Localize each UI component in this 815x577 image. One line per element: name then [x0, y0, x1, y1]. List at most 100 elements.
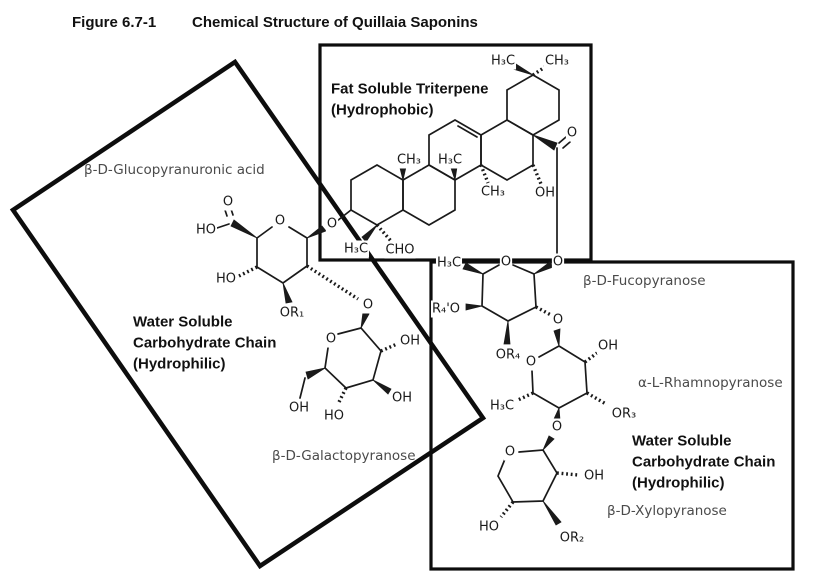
hash-aldehyde: [375, 223, 393, 243]
ring-d: [480, 119, 534, 181]
hash-methyl-14: [479, 164, 490, 184]
atom-label: O: [567, 126, 577, 141]
label-hydrophilic-right: (Hydrophilic): [632, 475, 725, 492]
wedge-carboxyl-bond: [230, 219, 258, 239]
atom-label: O: [552, 420, 562, 435]
wedge-xylose-link: [553, 406, 561, 421]
glycosidic-bond-to-sugar: [336, 209, 352, 222]
label-water-soluble-left: Water Soluble: [133, 314, 232, 331]
label-backdrop: [322, 407, 346, 425]
label-glucopyranuronic-acid: β-D-Glucopyranuronic acid: [84, 162, 265, 178]
atom-label: CH₃: [545, 54, 569, 69]
label-backdrop: [565, 124, 579, 142]
rhamnose-ring: [531, 345, 588, 409]
hash-ho: [336, 387, 348, 405]
wedge-o-link-up: [553, 328, 561, 347]
atom-label: OH: [392, 391, 412, 406]
atom-label: O: [223, 195, 233, 210]
fucose: [462, 261, 554, 345]
wedge-o-link: [360, 311, 370, 329]
label-backdrop: [194, 221, 218, 239]
label-backdrop: [477, 518, 501, 536]
atom-label: H₃C: [490, 399, 514, 414]
label-backdrop: [550, 418, 564, 436]
label-backdrop: [384, 241, 416, 259]
label-backdrop: [398, 332, 422, 350]
atom-label: H₃C: [438, 153, 462, 168]
wedge-ch2: [305, 367, 326, 380]
hash-oh: [556, 471, 579, 477]
label-backdrop: [361, 296, 375, 314]
label-backdrop: [324, 330, 338, 348]
galactose: [299, 311, 398, 405]
hash-hydroxyl: [238, 265, 258, 278]
atom-label: O: [275, 214, 285, 229]
triterpene-skeleton: [336, 63, 571, 257]
atom-label: OH: [584, 469, 604, 484]
label-backdrop: [390, 389, 414, 407]
wedge-glycosidic-o: [306, 225, 327, 239]
wedge-r4o: [465, 303, 483, 311]
label-backdrop: [214, 270, 238, 288]
label-backdrop: [503, 443, 517, 461]
ring-e: [506, 74, 560, 136]
wedge-or2: [542, 500, 562, 526]
label-backdrop: [551, 253, 565, 271]
hash-oh: [583, 351, 599, 364]
carboxylic-acid-bonds: [216, 208, 234, 229]
hash-or3: [586, 391, 607, 406]
atom-label: H₃C: [437, 256, 461, 271]
alkene-double-bond: [457, 125, 478, 138]
label-backdrop: [479, 183, 507, 201]
label-backdrop: [524, 353, 538, 371]
atom-label: O: [326, 332, 336, 347]
atom-label: CHO: [385, 243, 414, 258]
label-backdrop: [610, 405, 638, 423]
right-carbohydrate-box: [429, 260, 795, 571]
label-backdrop: [551, 311, 565, 329]
label-galactopyranose: β-D-Galactopyranose: [272, 448, 416, 464]
atom-label: O: [505, 445, 515, 460]
wedge-methyl-4: [361, 224, 378, 243]
atom-label: OR₄: [496, 348, 520, 363]
atom-label: HO: [196, 223, 216, 238]
atom-label: HO: [216, 272, 236, 287]
label-backdrop: [596, 337, 620, 355]
label-backdrop: [430, 300, 462, 318]
label-xylopyranose: β-D-Xylopyranose: [607, 503, 727, 519]
hash-ho: [499, 500, 515, 519]
wedge-oh: [372, 379, 392, 395]
atom-label: R₄'O: [432, 302, 460, 317]
label-rhamnopyranose: α-L-Rhamnopyranose: [638, 375, 783, 391]
atom-label: O: [327, 217, 337, 232]
wedge-o-link-up: [542, 435, 555, 451]
label-backdrop: [533, 184, 557, 202]
atom-label: CH₃: [481, 185, 505, 200]
left-carbohydrate-box-tilted: [9, 58, 487, 570]
atom-label: O: [363, 298, 373, 313]
atom-label: OR₃: [612, 407, 636, 422]
label-water-soluble-right: Water Soluble: [632, 433, 731, 450]
atom-label: OH: [400, 334, 420, 349]
carbonyl-double-bond: [558, 136, 571, 149]
wedge-carboxyl: [532, 134, 558, 151]
hash-methyl: [517, 391, 534, 402]
wedge-or4: [503, 320, 511, 345]
figure-title: Chemical Structure of Quillaia Saponins: [192, 14, 478, 31]
label-hydrophobic: (Hydrophobic): [331, 102, 434, 119]
wedge-methyl: [462, 262, 484, 275]
label-backdrop: [543, 52, 571, 70]
label-backdrop: [278, 304, 306, 322]
hash-galactose-link: [306, 264, 359, 301]
atom-label: HO: [324, 409, 344, 424]
atom-label: O: [501, 255, 511, 270]
label-backdrop: [488, 397, 516, 415]
label-backdrop: [489, 52, 517, 70]
label-backdrop: [342, 240, 370, 258]
hash-oh: [380, 342, 398, 353]
atom-label: OR₁: [280, 306, 304, 321]
atom-label: O: [553, 255, 563, 270]
ch2-oh-bond: [299, 377, 306, 399]
